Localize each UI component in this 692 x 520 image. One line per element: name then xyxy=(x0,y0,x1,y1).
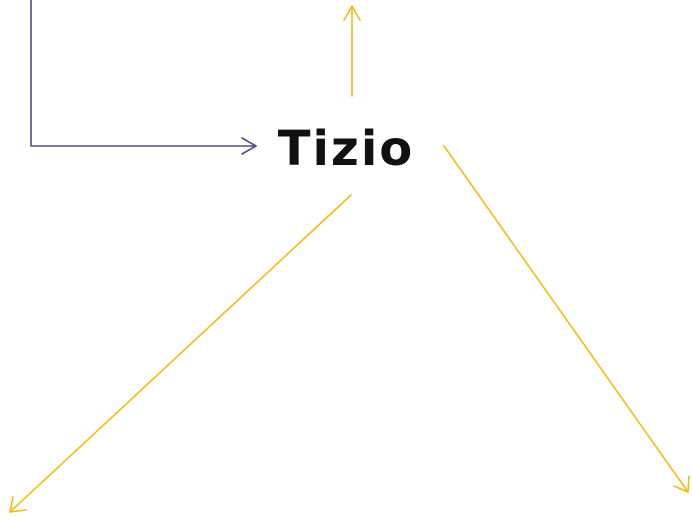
outgoing-arrow-up-head xyxy=(343,5,361,21)
outgoing-arrow-down-right-head xyxy=(673,475,690,493)
incoming-arrow-line xyxy=(30,0,257,147)
outgoing-arrow-down-left-line xyxy=(9,194,352,513)
outgoing-arrow-down-right-line xyxy=(443,145,689,493)
node-label: Tizio xyxy=(277,121,415,177)
incoming-arrow-head xyxy=(241,137,257,155)
incoming-arrow xyxy=(30,0,257,155)
outgoing-arrow-down-left-head xyxy=(9,496,27,513)
outgoing-arrow-up xyxy=(343,5,361,97)
outgoing-arrow-down-right xyxy=(443,145,690,493)
outgoing-arrow-down-left xyxy=(9,194,352,513)
